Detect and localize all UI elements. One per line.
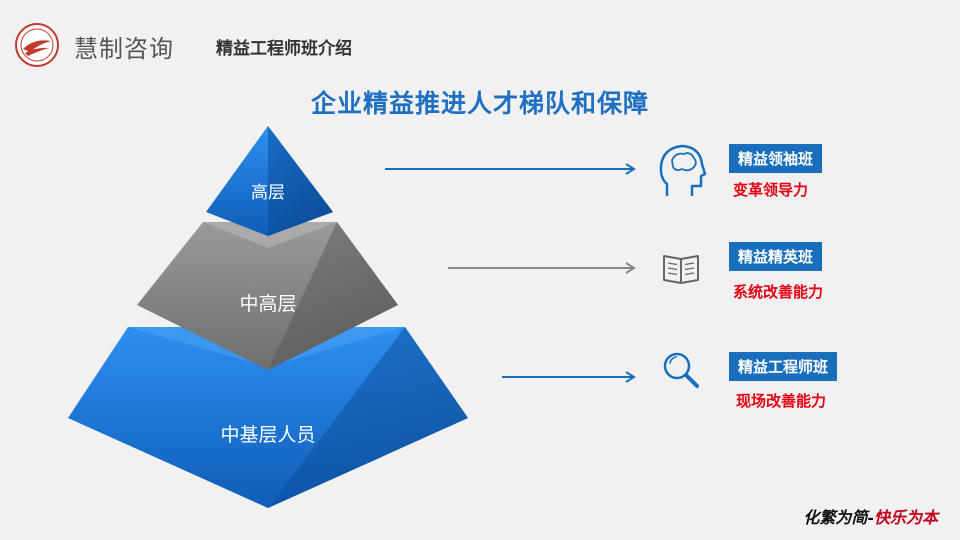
slogan-right: 快乐为本 — [873, 508, 938, 527]
capability-elite: 系统改善能力 — [733, 283, 824, 301]
tier-label-middle: 中高层 — [239, 293, 297, 315]
arrow-middle — [448, 262, 636, 274]
capability-leader: 变革领导力 — [733, 181, 809, 199]
tier-label-bottom: 中基层人员 — [220, 424, 316, 446]
program-badge-elite: 精益精英班 — [729, 242, 823, 271]
slogan-left: 化繁为简- — [803, 508, 874, 527]
page-subtitle: 精益工程师班介绍 — [216, 39, 352, 59]
program-badge-leader: 精益领袖班 — [729, 144, 823, 173]
head-icon — [659, 144, 707, 196]
slide-title: 企业精益推进人才梯队和保障 — [310, 89, 649, 118]
brand-name: 慧制咨询 — [74, 35, 174, 63]
arrow-top — [385, 163, 636, 175]
capability-engineer: 现场改善能力 — [736, 392, 827, 410]
book-icon — [663, 255, 699, 284]
company-logo — [15, 23, 59, 67]
tier-label-top: 高层 — [251, 183, 285, 203]
footer-slogan: 化繁为简-快乐为本 — [803, 504, 938, 528]
program-badge-engineer: 精益工程师班 — [729, 352, 838, 381]
magnifier-icon — [663, 352, 699, 388]
pyramid-tier-top — [206, 126, 333, 236]
arrow-bottom — [502, 371, 636, 383]
